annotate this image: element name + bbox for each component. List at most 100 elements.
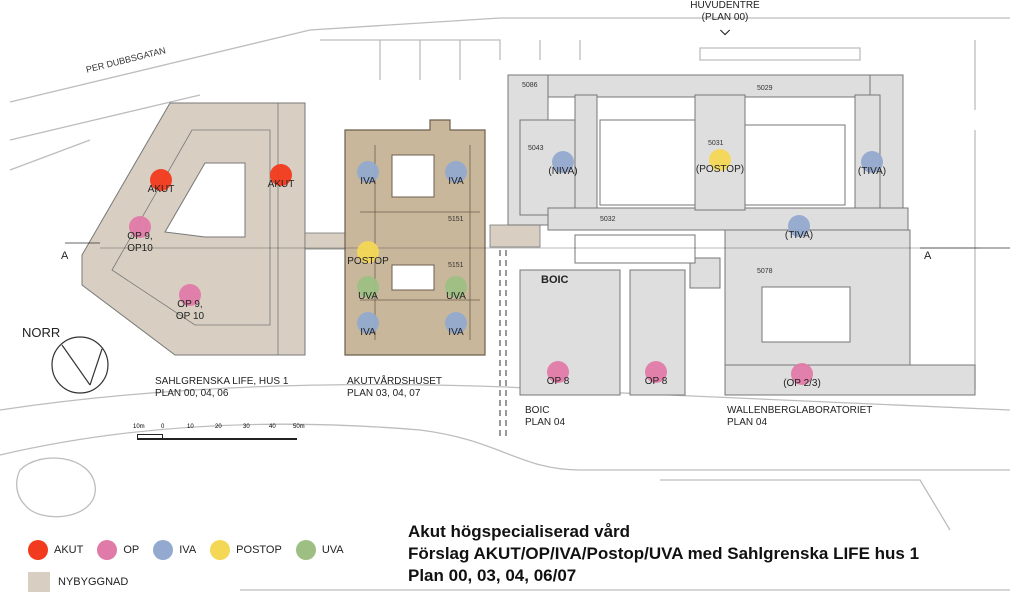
wallenberg-building-plans: PLAN 04 xyxy=(727,417,768,428)
building-life-hus1 xyxy=(81,102,306,356)
marker-label: IVA xyxy=(448,176,464,187)
marker-label: (POSTOP) xyxy=(695,164,745,175)
room-number: 5032 xyxy=(600,216,616,223)
legend-row: NYBYGGNAD xyxy=(28,572,358,592)
section-mark-a-left: A xyxy=(61,250,69,262)
main-entrance-plan: (PLAN 00) xyxy=(701,12,749,23)
main-entrance-title: HUVUDENTRÉ xyxy=(690,0,760,11)
legend-label: IVA xyxy=(179,544,197,556)
boic-building-label: BOIC PLAN 04 xyxy=(525,405,565,429)
wallenberg-building-label: WALLENBERGLABORATORIET PLAN 04 xyxy=(727,405,872,429)
chevron-down-icon: ⌵ xyxy=(720,23,730,38)
scale-label: 40 xyxy=(269,424,276,430)
legend-label: POSTOP xyxy=(236,544,282,556)
life-building-label: SAHLGRENSKA LIFE, HUS 1 PLAN 00, 04, 06 xyxy=(155,376,288,400)
uva-marker xyxy=(357,276,379,298)
map-plans: Plan 00, 03, 04, 06/07 xyxy=(408,566,577,585)
postop-marker xyxy=(357,241,379,263)
room-number: 5151 xyxy=(448,216,464,223)
life-building-name: SAHLGRENSKA LIFE, HUS 1 xyxy=(155,376,289,387)
building-main-complex xyxy=(507,74,976,396)
postop-marker xyxy=(709,149,731,171)
boic-tag: BOIC xyxy=(541,274,569,286)
room-number: 5086 xyxy=(522,82,538,89)
uva-marker xyxy=(445,276,467,298)
marker-label: OP 9,OP 10 xyxy=(175,299,205,322)
north-arrow-icon xyxy=(51,336,109,394)
north-label: NORR xyxy=(22,325,61,340)
marker-label: (NIVA) xyxy=(548,166,578,177)
marker-label: OP 8 xyxy=(644,376,668,387)
room-number: 5031 xyxy=(708,140,724,147)
iva-marker xyxy=(357,312,379,334)
marker-label: (TIVA) xyxy=(857,166,887,177)
room-number: 5151 xyxy=(448,262,464,269)
marker-label: OP 8 xyxy=(546,376,570,387)
legend-label: UVA xyxy=(321,544,344,556)
scale-label: 10 xyxy=(187,424,194,430)
room-number: 5078 xyxy=(757,268,773,275)
op-marker xyxy=(129,216,151,238)
boic-building-name: BOIC xyxy=(525,405,550,416)
section-line xyxy=(65,242,1010,249)
life-building-plans: PLAN 00, 04, 06 xyxy=(155,388,229,399)
marker-label: OP 9,OP10 xyxy=(127,231,153,254)
op-marker xyxy=(179,284,201,306)
legend-item-nybyggnad: NYBYGGNAD xyxy=(28,572,128,592)
akutvard-building-label: AKUTVÅRDSHUSET PLAN 03, 04, 07 xyxy=(347,376,442,400)
legend-item-iva: IVA xyxy=(153,540,196,560)
road-outlines xyxy=(0,17,1011,591)
main-entrance-label: HUVUDENTRÉ (PLAN 00) ⌵ xyxy=(690,0,760,38)
op-marker xyxy=(547,361,569,383)
section-mark-a-right: A xyxy=(924,250,932,262)
map-title: Akut högspecialiserad vård xyxy=(408,522,631,541)
marker-label: AKUT xyxy=(147,184,175,195)
legend-item-postop: POSTOP xyxy=(210,540,282,560)
op-marker xyxy=(645,361,667,383)
map-title-block: Akut högspecialiserad vård Förslag AKUT/… xyxy=(408,521,919,587)
scale-label: 30 xyxy=(243,424,250,430)
iva-marker xyxy=(445,312,467,334)
iva-marker xyxy=(861,151,883,173)
scale-label: 10m xyxy=(133,424,145,430)
map-subtitle: Förslag AKUT/OP/IVA/Postop/UVA med Sahlg… xyxy=(408,544,920,563)
scale-bar: 10m 0 10 20 30 40 50m xyxy=(133,424,313,444)
iva-marker xyxy=(357,161,379,183)
marker-label: POSTOP xyxy=(347,256,389,267)
akut-dot-icon xyxy=(28,540,48,560)
legend-item-op: OP xyxy=(97,540,139,560)
legend-row: AKUT OP IVA POSTOP UVA xyxy=(28,540,358,560)
legend-item-akut: AKUT xyxy=(28,540,83,560)
boic-building-plans: PLAN 04 xyxy=(525,417,566,428)
iva-marker xyxy=(445,161,467,183)
marker-label: UVA xyxy=(446,291,466,302)
legend-label: OP xyxy=(123,544,140,556)
marker-label: IVA xyxy=(360,327,376,338)
legend-item-uva: UVA xyxy=(295,540,344,560)
legend-label: NYBYGGNAD xyxy=(58,576,129,588)
uva-dot-icon xyxy=(295,540,316,560)
marker-label: (OP 2/3) xyxy=(783,378,821,389)
room-number: 5029 xyxy=(757,85,773,92)
marker-label: IVA xyxy=(448,327,464,338)
nybyggnad-swatch-icon xyxy=(28,572,50,592)
scale-label: 20 xyxy=(215,424,222,430)
akut-marker xyxy=(270,164,292,186)
akut-marker xyxy=(150,169,172,191)
iva-marker xyxy=(552,151,574,173)
marker-label: UVA xyxy=(358,291,378,302)
akutvard-building-plans: PLAN 03, 04, 07 xyxy=(347,388,421,399)
legend-label: AKUT xyxy=(54,544,84,556)
marker-label: IVA xyxy=(360,176,376,187)
wallenberg-building-name: WALLENBERGLABORATORIET xyxy=(727,405,873,416)
legend: AKUT OP IVA POSTOP UVA NYBYGGNAD xyxy=(28,540,358,592)
iva-dot-icon xyxy=(153,540,174,560)
marker-label: (TIVA) xyxy=(784,230,814,241)
scale-label: 50m xyxy=(293,424,305,430)
connector-corridor xyxy=(304,224,541,440)
op-dot-icon xyxy=(97,540,118,560)
room-number: 5043 xyxy=(528,145,544,152)
scale-label: 0 xyxy=(161,424,165,430)
akutvard-building-name: AKUTVÅRDSHUSET xyxy=(347,376,443,387)
